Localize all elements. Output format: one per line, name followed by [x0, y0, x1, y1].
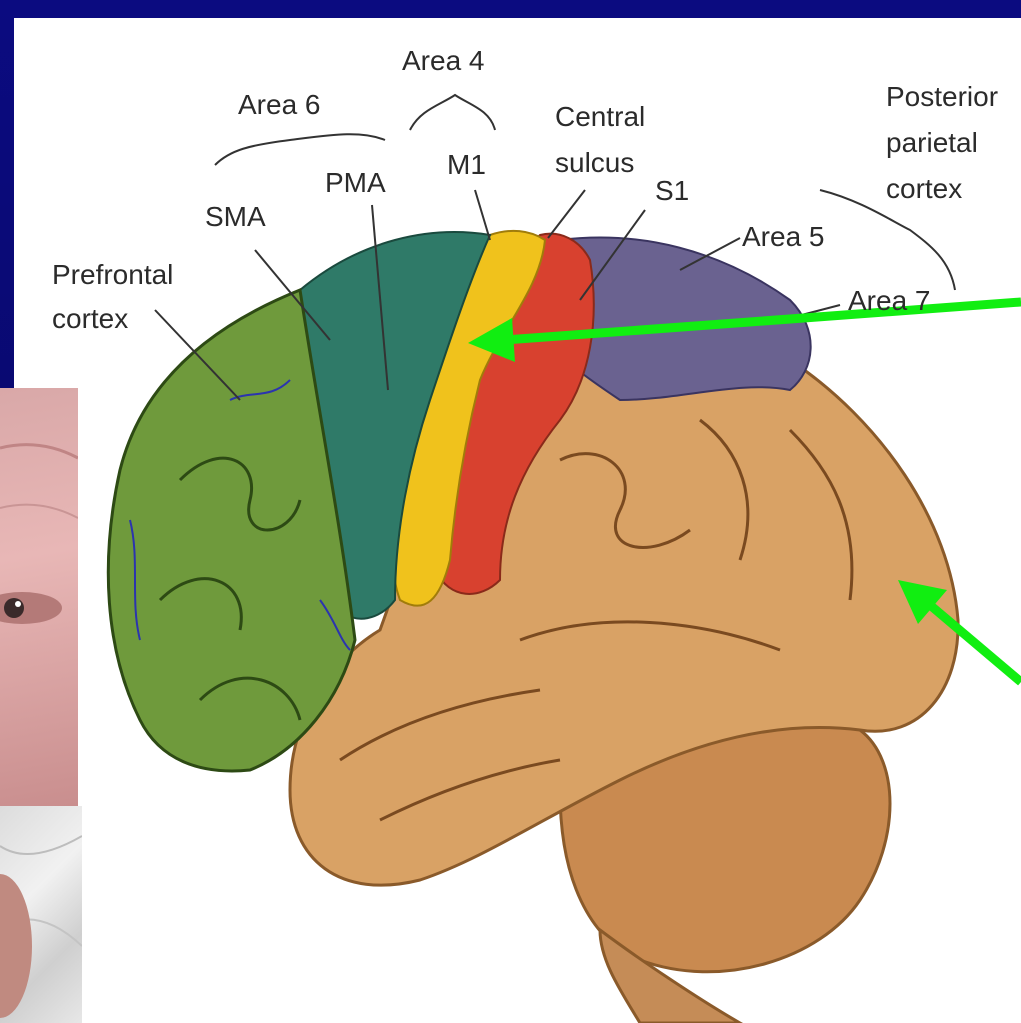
label-m1: M1	[447, 148, 486, 182]
label-prefrontal-1: Prefrontal	[52, 258, 173, 292]
label-posterior-2: parietal	[886, 126, 978, 160]
label-central-sulcus-2: sulcus	[555, 146, 634, 180]
label-prefrontal-2: cortex	[52, 302, 128, 336]
label-sma: SMA	[205, 200, 266, 234]
label-area6: Area 6	[238, 88, 321, 122]
label-area4: Area 4	[402, 44, 485, 78]
label-area7: Area 7	[848, 284, 931, 318]
label-posterior-1: Posterior	[886, 80, 998, 114]
label-posterior-3: cortex	[886, 172, 962, 206]
label-pma: PMA	[325, 166, 386, 200]
label-central-sulcus-1: Central	[555, 100, 645, 134]
label-s1: S1	[655, 174, 689, 208]
label-area5: Area 5	[742, 220, 825, 254]
